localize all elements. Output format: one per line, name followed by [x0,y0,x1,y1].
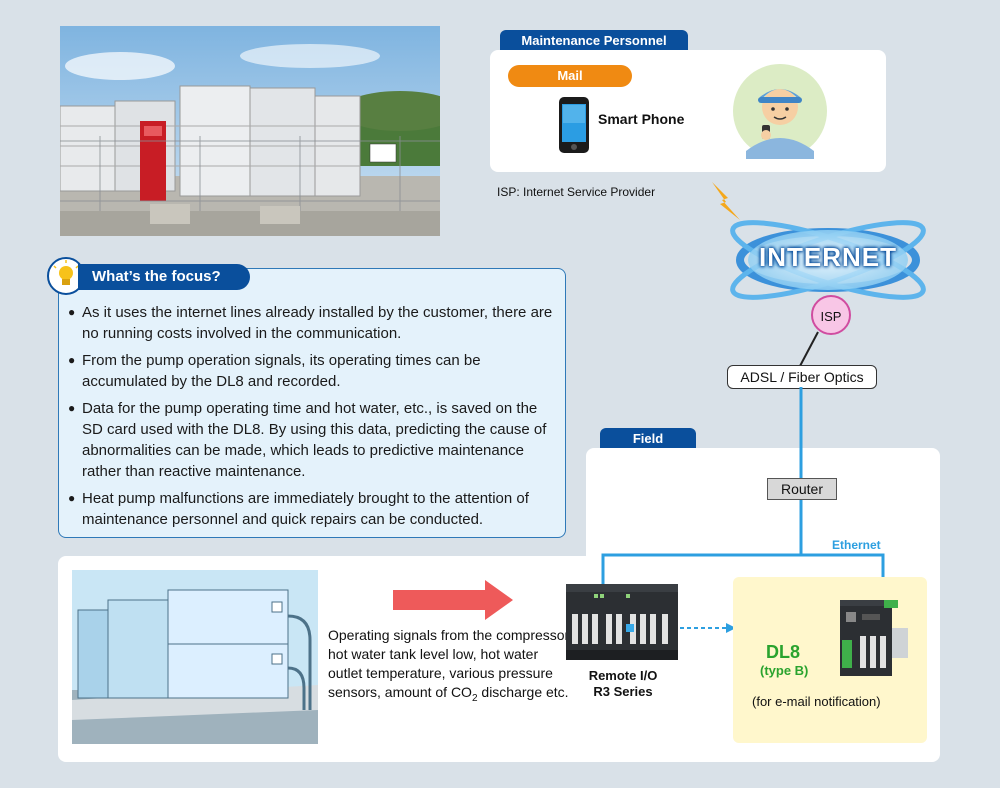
dashed-arrow [680,623,736,633]
remote-io-label-line2: R3 Series [593,684,653,699]
internet-globe-icon [730,220,926,300]
focus-item: Heat pump malfunctions are immediately b… [68,488,554,530]
heat-pump-illustration [72,570,318,744]
smartphone-label: Smart Phone [598,111,685,127]
rooftop-heat-pump-photo [60,26,440,236]
smartphone-icon [559,97,589,153]
dl8-device-icon [840,600,908,676]
maintenance-worker-avatar [733,64,827,159]
lightbulb-icon [47,257,85,295]
remote-io-device-icon [566,584,678,660]
remote-io-label: Remote I/O R3 Series [570,668,676,700]
field-tab: Field [600,428,696,450]
isp-node: ISP [811,295,851,335]
router-box: Router [767,478,837,500]
lightning-icon [712,182,740,220]
operating-signals-part2: discharge etc. [477,684,569,700]
focus-item: As it uses the internet lines already in… [68,302,554,344]
dl8-type: (type B) [760,663,809,678]
adsl-fiber-optics-label: ADSL / Fiber Optics [727,365,877,389]
ethernet-label: Ethernet [832,538,881,552]
isp-note: ISP: Internet Service Provider [497,185,656,199]
mail-badge: Mail [508,65,632,87]
focus-title: What’s the focus? [78,264,250,290]
co2-subscript: 2 [471,692,478,704]
focus-item: From the pump operation signals, its ope… [68,350,554,392]
internet-label: INTERNET [759,242,897,272]
focus-item: Data for the pump operating time and hot… [68,398,554,482]
operating-signals-text: Operating signals from the compressor, h… [328,626,576,708]
isp-connection-line [799,331,819,367]
maintenance-personnel-tab: Maintenance Personnel [500,30,688,52]
dl8-note: (for e-mail notification) [752,694,881,709]
signal-arrow [393,580,513,620]
dl8-title: DL8 [766,642,801,662]
remote-io-label-line1: Remote I/O [588,668,658,683]
field-panel-top [586,448,940,558]
focus-list: As it uses the internet lines already in… [68,302,554,536]
operating-signals-part1: Operating signals from the compressor, h… [328,627,573,700]
